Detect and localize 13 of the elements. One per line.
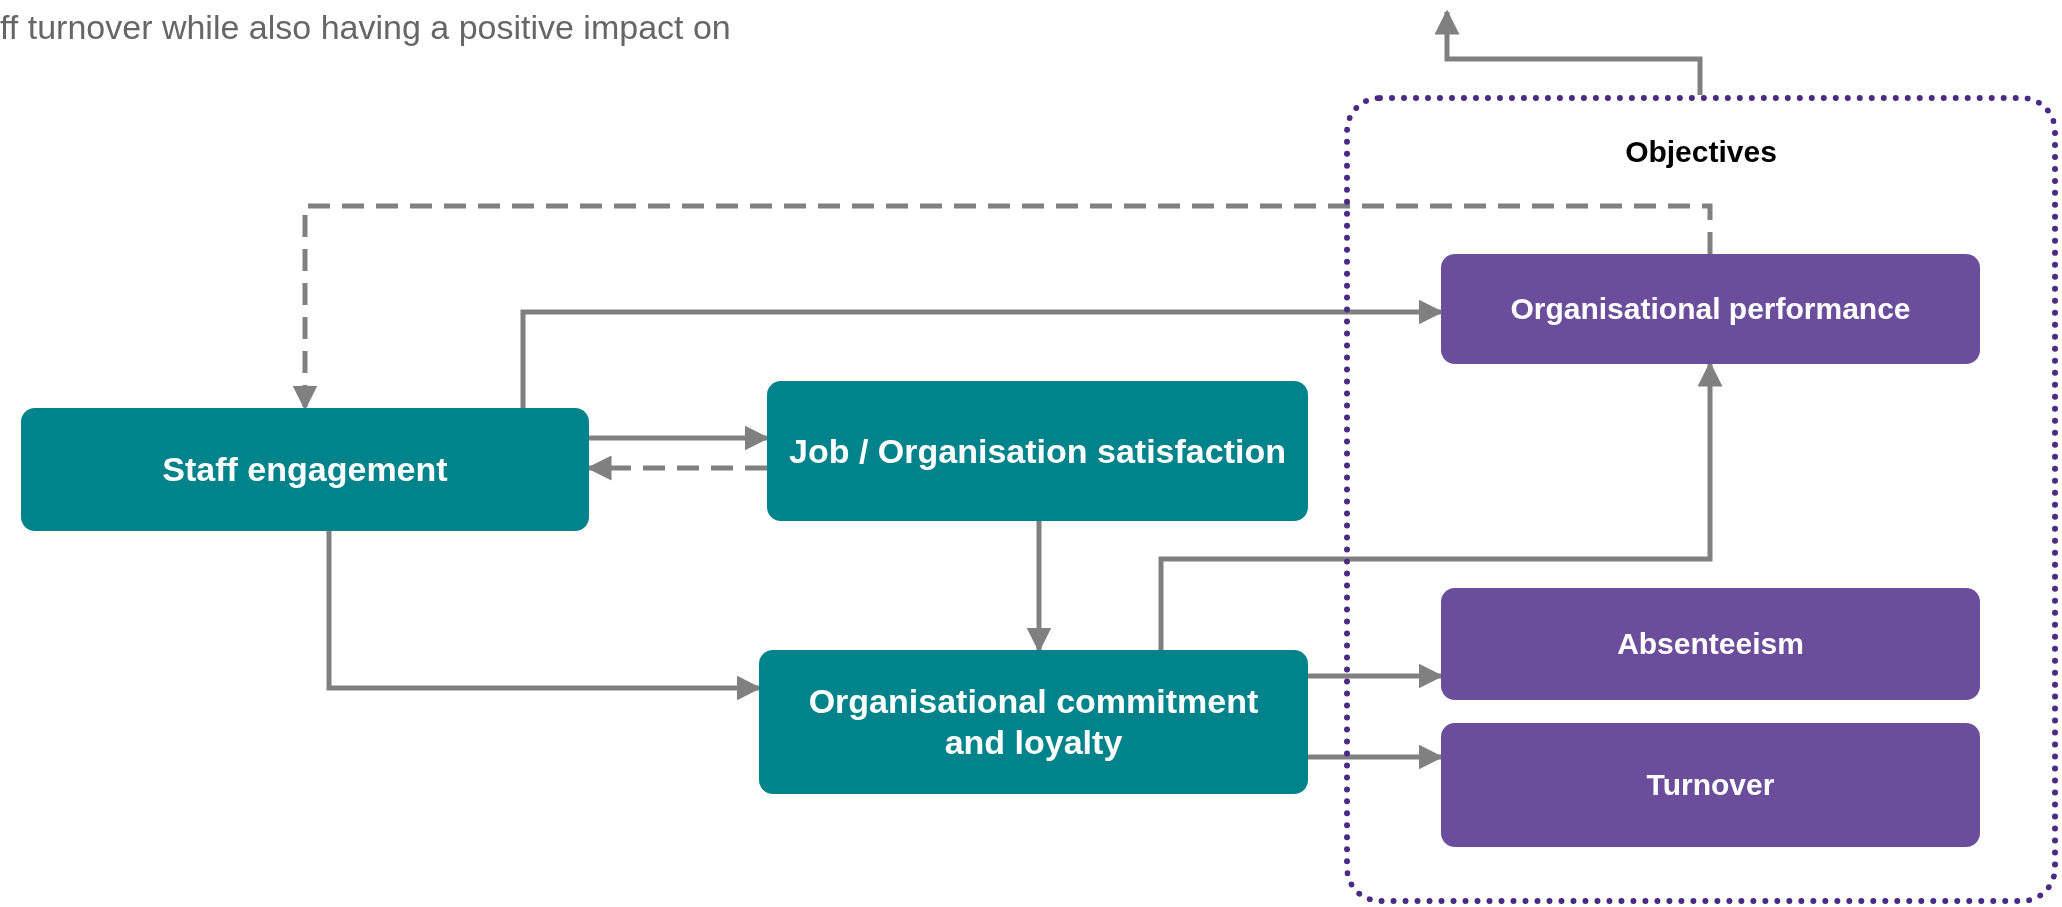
dashed-arrow — [292, 203, 1713, 411]
group-title: Objectives — [1624, 135, 1778, 169]
process-box: Staff engagement — [21, 408, 589, 531]
objective-box: Absenteeism — [1441, 588, 1980, 700]
objective-box: Organisational performance — [1441, 254, 1980, 364]
objective-box: Turnover — [1441, 723, 1980, 847]
objectives-group — [1344, 95, 2058, 904]
process-box: Organisational commitment and loyalty — [759, 650, 1308, 794]
arrow — [1026, 521, 1052, 653]
arrow — [1434, 9, 1703, 95]
note-text: ff turnover while also having a positive impact on — [0, 8, 731, 47]
process-box: Job / Organisation satisfaction — [767, 381, 1308, 521]
arrow — [1158, 361, 1723, 650]
